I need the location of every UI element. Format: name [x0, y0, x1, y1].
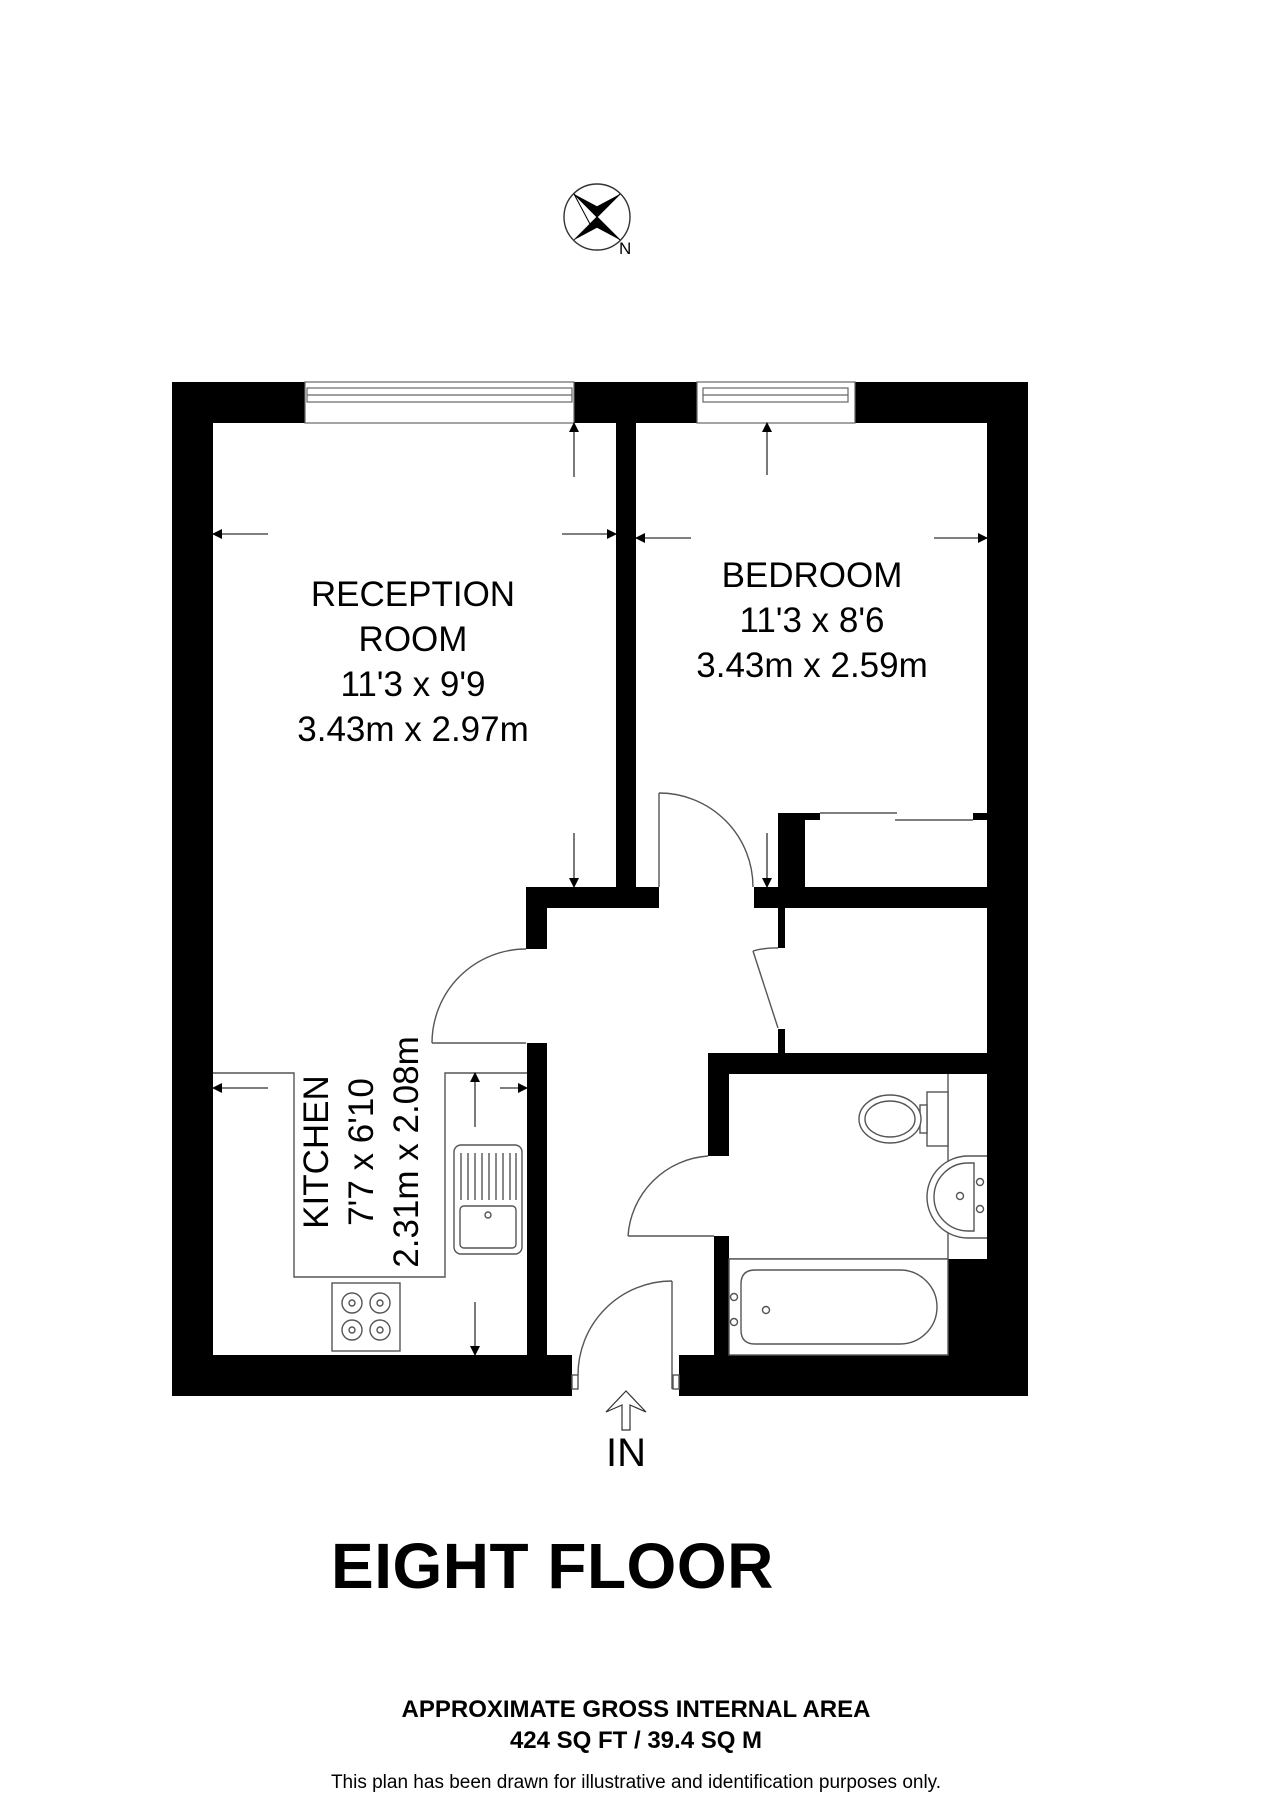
reception-room-label: RECEPTION ROOM 11'3 x 9'9 3.43m x 2.97m [293, 572, 533, 752]
kitchen-imperial-dims: 7'7 x 6'10 [342, 1078, 381, 1226]
bedroom-label: BEDROOM 11'3 x 8'6 3.43m x 2.59m [692, 553, 932, 688]
door-entrance [571, 1280, 680, 1390]
reception-name-line1: RECEPTION [310, 575, 516, 614]
compass-rose-icon [563, 183, 631, 251]
kitchen-label: KITCHEN 7'7 x 6'10 2.31m x 2.08m [294, 1032, 430, 1272]
reception-name-line2: ROOM [358, 620, 468, 659]
entrance-label: IN [606, 1431, 646, 1475]
kitchen-counter [213, 1072, 527, 1278]
bathtub-icon [728, 1258, 949, 1356]
kitchen-name: KITCHEN [297, 1075, 336, 1229]
bedroom-metric-dims: 3.43m x 2.59m [696, 646, 928, 685]
area-value: 424 SQ FT / 39.4 SQ M [509, 1727, 763, 1754]
door-reception [431, 948, 527, 1044]
window-reception [304, 381, 575, 424]
area-heading: APPROXIMATE GROSS INTERNAL AREA [401, 1696, 871, 1723]
bedroom-name: BEDROOM [721, 556, 903, 595]
disclaimer-text: This plan has been drawn for illustrativ… [330, 1772, 942, 1793]
kitchen-metric-dims: 2.31m x 2.08m [387, 1036, 426, 1268]
entrance-arrow-icon [605, 1390, 647, 1431]
bathroom-niche [729, 1074, 949, 1260]
walls [172, 382, 1028, 1396]
toilet-icon [858, 1091, 949, 1147]
reception-imperial-dims: 11'3 x 9'9 [340, 665, 486, 704]
floor-title: EIGHT FLOOR [331, 1530, 774, 1602]
wardrobe-doors [820, 812, 973, 821]
door-bedroom [658, 792, 754, 888]
door-bathroom [627, 1155, 714, 1237]
bedroom-imperial-dims: 11'3 x 8'6 [739, 601, 885, 640]
hob-icon [331, 1282, 401, 1352]
dimension-arrows [212, 422, 988, 1356]
window-bedroom [696, 381, 856, 424]
door-closet [752, 947, 779, 1029]
sink-icon [453, 1144, 523, 1255]
compass-north-label: N [619, 239, 632, 258]
reception-metric-dims: 3.43m x 2.97m [297, 710, 529, 749]
basin-icon [926, 1155, 987, 1239]
